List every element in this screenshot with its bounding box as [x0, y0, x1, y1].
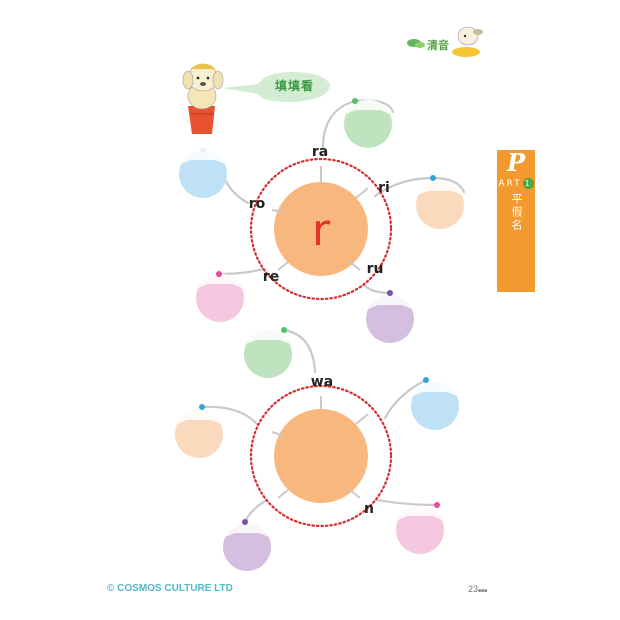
- page-number-suffix: ■■■: [478, 588, 488, 594]
- diagram_top-answer-line: [277, 261, 289, 271]
- diagram_bottom-bead: [423, 377, 429, 383]
- diagram_top-syllable-label: ri: [378, 180, 390, 196]
- diagram_top-answer-circle[interactable]: [366, 290, 414, 343]
- diagram_top-answer-line: [271, 209, 285, 213]
- diagram_top-syllable-label: re: [263, 269, 279, 285]
- diagram_bottom-connector: [200, 405, 260, 427]
- copyright-text: © COSMOS CULTURE LTD: [107, 583, 233, 594]
- diagram_bottom-syllable-label: o: [0, 0, 5, 4]
- diagram_top-answer-circle[interactable]: [416, 175, 464, 229]
- diagram_top-answer-highlight: [368, 294, 412, 309]
- diagram_bottom-answer-fill[interactable]: [396, 506, 444, 554]
- diagram_top-answer-circle[interactable]: [179, 147, 227, 198]
- diagram_bottom-answer-circle[interactable]: [411, 377, 459, 430]
- diagram_bottom-answer-fill[interactable]: [223, 523, 271, 571]
- diagram_bottom-diagram: wa o n: [0, 0, 459, 571]
- diagram_top-bead: [200, 147, 206, 153]
- diagram_bottom-bead: [242, 519, 248, 525]
- diagram_top-answer-highlight: [198, 273, 242, 288]
- page-number-value: 23: [468, 584, 479, 594]
- header-mascot-icon: [452, 26, 483, 57]
- diagram_top-answer-line: [349, 261, 361, 271]
- diagram_bottom-center-circle: [274, 409, 368, 503]
- diagram_bottom-answer-circle[interactable]: [396, 502, 444, 554]
- diagram_bottom-connector: [282, 328, 317, 374]
- part-title: 平假名: [510, 193, 523, 232]
- section-label: 清音: [427, 39, 449, 52]
- diagram_bottom-answer-circle[interactable]: [175, 404, 223, 458]
- part-label: ART 1: [498, 178, 534, 189]
- diagram_bottom-answer-highlight: [398, 505, 442, 520]
- diagram_bottom-answer-circle[interactable]: [223, 519, 271, 571]
- diagram_bottom-answer-line: [349, 489, 361, 499]
- diagram_bottom-answer-line: [271, 431, 285, 437]
- diagram_top-bead: [387, 290, 393, 296]
- diagram_bottom-dotted-ring: [249, 384, 393, 528]
- diagram_top-syllable-label: ra: [312, 144, 328, 160]
- diagram_bottom-answer-highlight: [225, 522, 269, 537]
- diagram_bottom-bead: [199, 404, 205, 410]
- diagram_bottom-answer-line: [355, 413, 369, 425]
- leaf-icon: [407, 39, 425, 48]
- diagram_bottom-connector: [375, 498, 439, 507]
- diagram_top-answer-fill[interactable]: [196, 274, 244, 322]
- diagram_bottom-bead: [281, 327, 287, 333]
- diagram_top-center-circle: [274, 182, 368, 276]
- part-tab: P ART 1 平假名: [497, 150, 535, 292]
- diagram_bottom-answer-circle[interactable]: [244, 327, 292, 378]
- diagram_top-bead: [352, 98, 358, 104]
- diagram_top-answer-circle[interactable]: [196, 271, 244, 322]
- diagram_top-answer-fill[interactable]: [416, 181, 464, 229]
- diagram_bottom-connector: [383, 378, 428, 420]
- diagram_bottom-answer-highlight: [246, 329, 290, 344]
- diagram_bottom-syllable-label: n: [364, 501, 374, 517]
- diagram_bottom-answer-highlight: [177, 409, 221, 424]
- part-art-text: ART: [498, 178, 522, 189]
- diagram_top-connector: [217, 267, 265, 276]
- diagram_top-syllable-label: ru: [367, 261, 384, 277]
- instruction-text: 填填看: [275, 79, 315, 93]
- diagram_top-diagram: r ra ri ru re ro: [179, 98, 466, 343]
- mascot-dog-icon: [182, 63, 224, 134]
- diagram_top-connector: [362, 283, 392, 295]
- diagram_top-syllable-label: ro: [249, 196, 266, 212]
- diagram_bottom-answer-highlight: [413, 381, 457, 396]
- diagram_top-answer-fill[interactable]: [344, 100, 392, 148]
- diagram_top-bead: [216, 271, 222, 277]
- diagram_top-answer-highlight: [181, 149, 225, 164]
- diagram_bottom-answer-line: [277, 489, 289, 499]
- diagram_top-answer-circle[interactable]: [344, 98, 392, 148]
- part-letter: P: [506, 148, 526, 177]
- diagram_top-dotted-ring: [249, 157, 393, 301]
- diagram_bottom-answer-fill[interactable]: [175, 410, 223, 458]
- diagram_top-center-letter: r: [312, 205, 331, 256]
- diagram_top-answer-line: [355, 187, 369, 199]
- diagram_top-answer-fill[interactable]: [179, 150, 227, 198]
- diagram_bottom-syllable-label: wa: [311, 374, 333, 390]
- diagram_top-connector: [224, 179, 250, 205]
- diagram_bottom-bead: [434, 502, 440, 508]
- diagram_top-bead: [430, 175, 436, 181]
- diagram_bottom-answer-fill[interactable]: [411, 382, 459, 430]
- diagram_top-answer-fill[interactable]: [366, 295, 414, 343]
- speech-cloud-icon: [222, 72, 330, 102]
- part-number-badge: 1: [522, 178, 534, 189]
- diagram_bottom-connector: [243, 498, 269, 524]
- diagram_bottom-answer-fill[interactable]: [244, 330, 292, 378]
- page-number: 23■■■: [468, 584, 487, 594]
- diagram_top-answer-highlight: [418, 180, 462, 195]
